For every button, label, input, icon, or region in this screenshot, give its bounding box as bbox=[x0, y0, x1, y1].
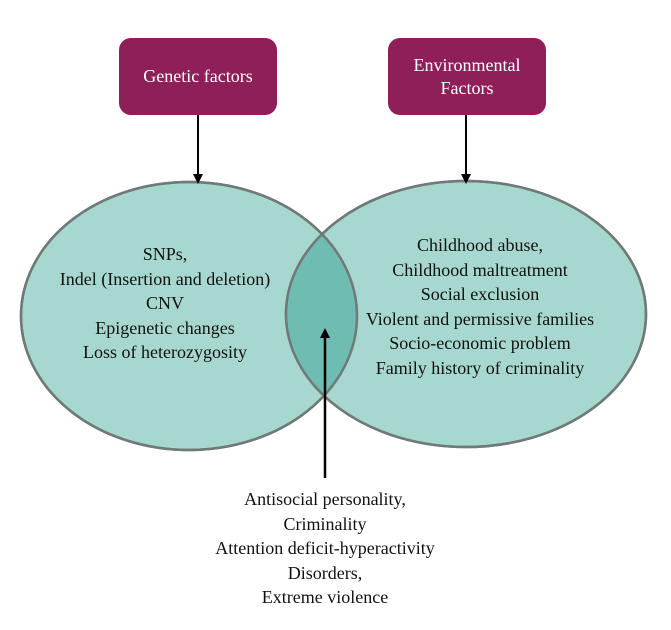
genetic-factor-list: SNPs, Indel (Insertion and deletion) CNV… bbox=[30, 242, 300, 365]
outcome-item: Extreme violence bbox=[261, 587, 389, 607]
outcome-item: Antisocial personality, bbox=[244, 489, 406, 509]
environmental-title-line2: Factors bbox=[440, 77, 494, 98]
genetic-circle-outline bbox=[19, 180, 359, 452]
outcome-item: Disorders, bbox=[287, 562, 363, 583]
outcome-list: Antisocial personality, Criminality Atte… bbox=[175, 487, 475, 610]
environmental-factor-list: Childhood abuse, Childhood maltreatment … bbox=[340, 233, 620, 380]
genetic-item: Epigenetic changes bbox=[95, 317, 235, 338]
genetic-item: Indel (Insertion and deletion) bbox=[59, 268, 271, 289]
environmental-item: Socio-economic problem bbox=[389, 333, 571, 353]
genetic-item: SNPs, bbox=[142, 244, 188, 264]
genetic-factors-title: Genetic factors bbox=[143, 66, 253, 86]
genetic-factors-box: Genetic factors bbox=[119, 38, 277, 115]
environmental-item: Family history of criminality bbox=[375, 357, 585, 378]
environmental-factors-box: Environmental Factors bbox=[388, 38, 546, 115]
environmental-factors-title: Environmental Factors bbox=[414, 54, 521, 100]
environmental-title-line1: Environmental bbox=[413, 54, 521, 75]
genetic-item: Loss of heterozygosity bbox=[83, 342, 247, 362]
outcome-item: Attention deficit-hyperactivity bbox=[215, 538, 435, 558]
environmental-item: Social exclusion bbox=[420, 284, 540, 304]
environmental-item: Childhood maltreatment bbox=[392, 259, 568, 280]
genetic-item: CNV bbox=[145, 293, 184, 313]
environmental-item: Violent and permissive families bbox=[365, 308, 595, 329]
outcome-item: Criminality bbox=[283, 513, 367, 534]
environmental-item: Childhood abuse, bbox=[417, 235, 543, 255]
